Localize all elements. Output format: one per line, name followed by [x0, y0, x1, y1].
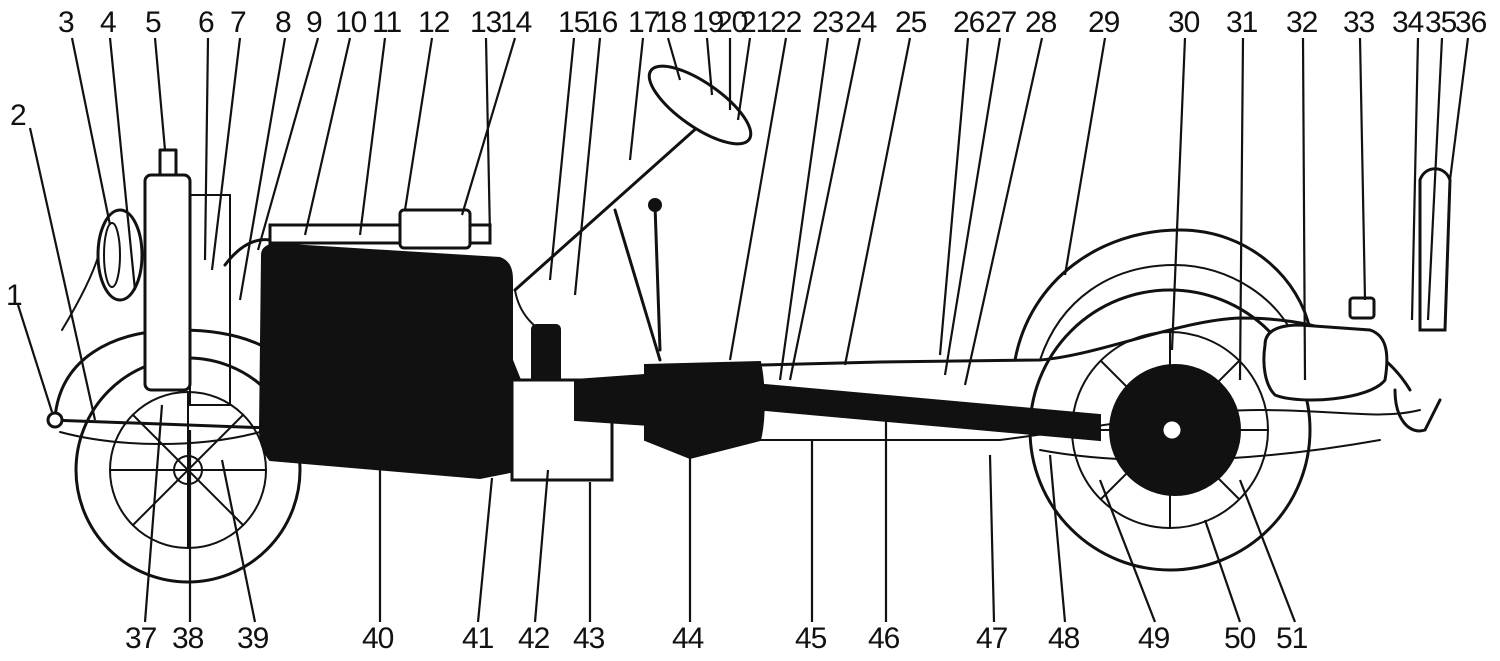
- gearbox: [644, 360, 765, 460]
- front-fender-lower: [61, 249, 101, 331]
- label-26: 26: [953, 6, 985, 39]
- rear-fender: [1013, 228, 1312, 362]
- label-24: 24: [845, 6, 877, 39]
- label-31: 31: [1226, 6, 1258, 39]
- top-labels: 1 2 3 4 5 6 7 8 9 10 11 12 13 14 15 16 1…: [6, 6, 1488, 312]
- headlamp: [96, 208, 144, 302]
- label-15: 15: [558, 6, 590, 39]
- label-10: 10: [335, 6, 367, 39]
- label-45: 45: [795, 622, 827, 655]
- gear-lever-knob: [648, 198, 662, 212]
- label-20: 20: [716, 6, 748, 39]
- front-spring-eye: [46, 411, 64, 429]
- label-38: 38: [172, 622, 204, 655]
- label-5: 5: [145, 6, 161, 39]
- propeller-shaft: [764, 383, 1101, 442]
- label-16: 16: [586, 6, 618, 39]
- label-8: 8: [275, 6, 291, 39]
- radiator: [143, 148, 231, 406]
- label-17: 17: [628, 6, 660, 39]
- label-44: 44: [672, 622, 704, 655]
- front-wheel: [74, 356, 302, 584]
- label-47: 47: [976, 622, 1008, 655]
- label-39: 39: [237, 622, 269, 655]
- fuel-filler: [1348, 296, 1376, 320]
- steering-wheel: [647, 64, 753, 146]
- label-35: 35: [1425, 6, 1457, 39]
- label-32: 32: [1286, 6, 1318, 39]
- label-46: 46: [868, 622, 900, 655]
- label-13: 13: [470, 6, 502, 39]
- steering-column: [513, 123, 702, 292]
- label-4: 4: [100, 6, 116, 39]
- label-18: 18: [655, 6, 687, 39]
- label-49: 49: [1138, 622, 1170, 655]
- exhaust-tail: [1418, 167, 1452, 332]
- rear-spring: [1039, 439, 1381, 462]
- label-21: 21: [740, 6, 772, 39]
- rear-hub: [1160, 418, 1184, 442]
- rear-fender-inner: [1039, 263, 1296, 361]
- label-29: 29: [1088, 6, 1120, 39]
- engine-block: [258, 242, 521, 480]
- leader-lines: [16, 37, 1470, 623]
- label-48: 48: [1048, 622, 1080, 655]
- label-11: 11: [372, 6, 401, 39]
- label-30: 30: [1168, 6, 1200, 39]
- carburettor: [398, 208, 472, 250]
- label-3: 3: [58, 6, 74, 39]
- bottom-labels: 37 38 39 40 41 42 43 44 45 46 47 48 49 5…: [125, 622, 1309, 655]
- label-27: 27: [985, 6, 1017, 39]
- label-25: 25: [895, 6, 927, 39]
- label-12: 12: [418, 6, 450, 39]
- label-41: 41: [462, 622, 494, 655]
- fan: [223, 238, 272, 267]
- label-36: 36: [1455, 6, 1487, 39]
- label-40: 40: [362, 622, 394, 655]
- label-43: 43: [573, 622, 605, 655]
- label-50: 50: [1224, 622, 1256, 655]
- rear-bracket: [1393, 388, 1442, 433]
- label-14: 14: [500, 6, 532, 39]
- label-1: 1: [6, 279, 22, 312]
- gear-lever: [613, 208, 662, 362]
- label-33: 33: [1343, 6, 1375, 39]
- label-9: 9: [306, 6, 322, 39]
- brake-lever: [653, 203, 662, 352]
- label-7: 7: [230, 6, 246, 39]
- label-19: 19: [692, 6, 724, 39]
- fuel-tank: [1262, 323, 1389, 402]
- chassis-drawing: [46, 64, 1452, 584]
- label-6: 6: [198, 6, 214, 39]
- label-51: 51: [1276, 622, 1308, 655]
- pedal-rod: [514, 289, 561, 346]
- label-22: 22: [770, 6, 802, 39]
- label-2: 2: [10, 99, 26, 132]
- label-28: 28: [1025, 6, 1057, 39]
- label-23: 23: [812, 6, 844, 39]
- label-37: 37: [125, 622, 157, 655]
- universal-joint-front: [574, 373, 652, 427]
- label-34: 34: [1392, 6, 1424, 39]
- label-42: 42: [518, 622, 550, 655]
